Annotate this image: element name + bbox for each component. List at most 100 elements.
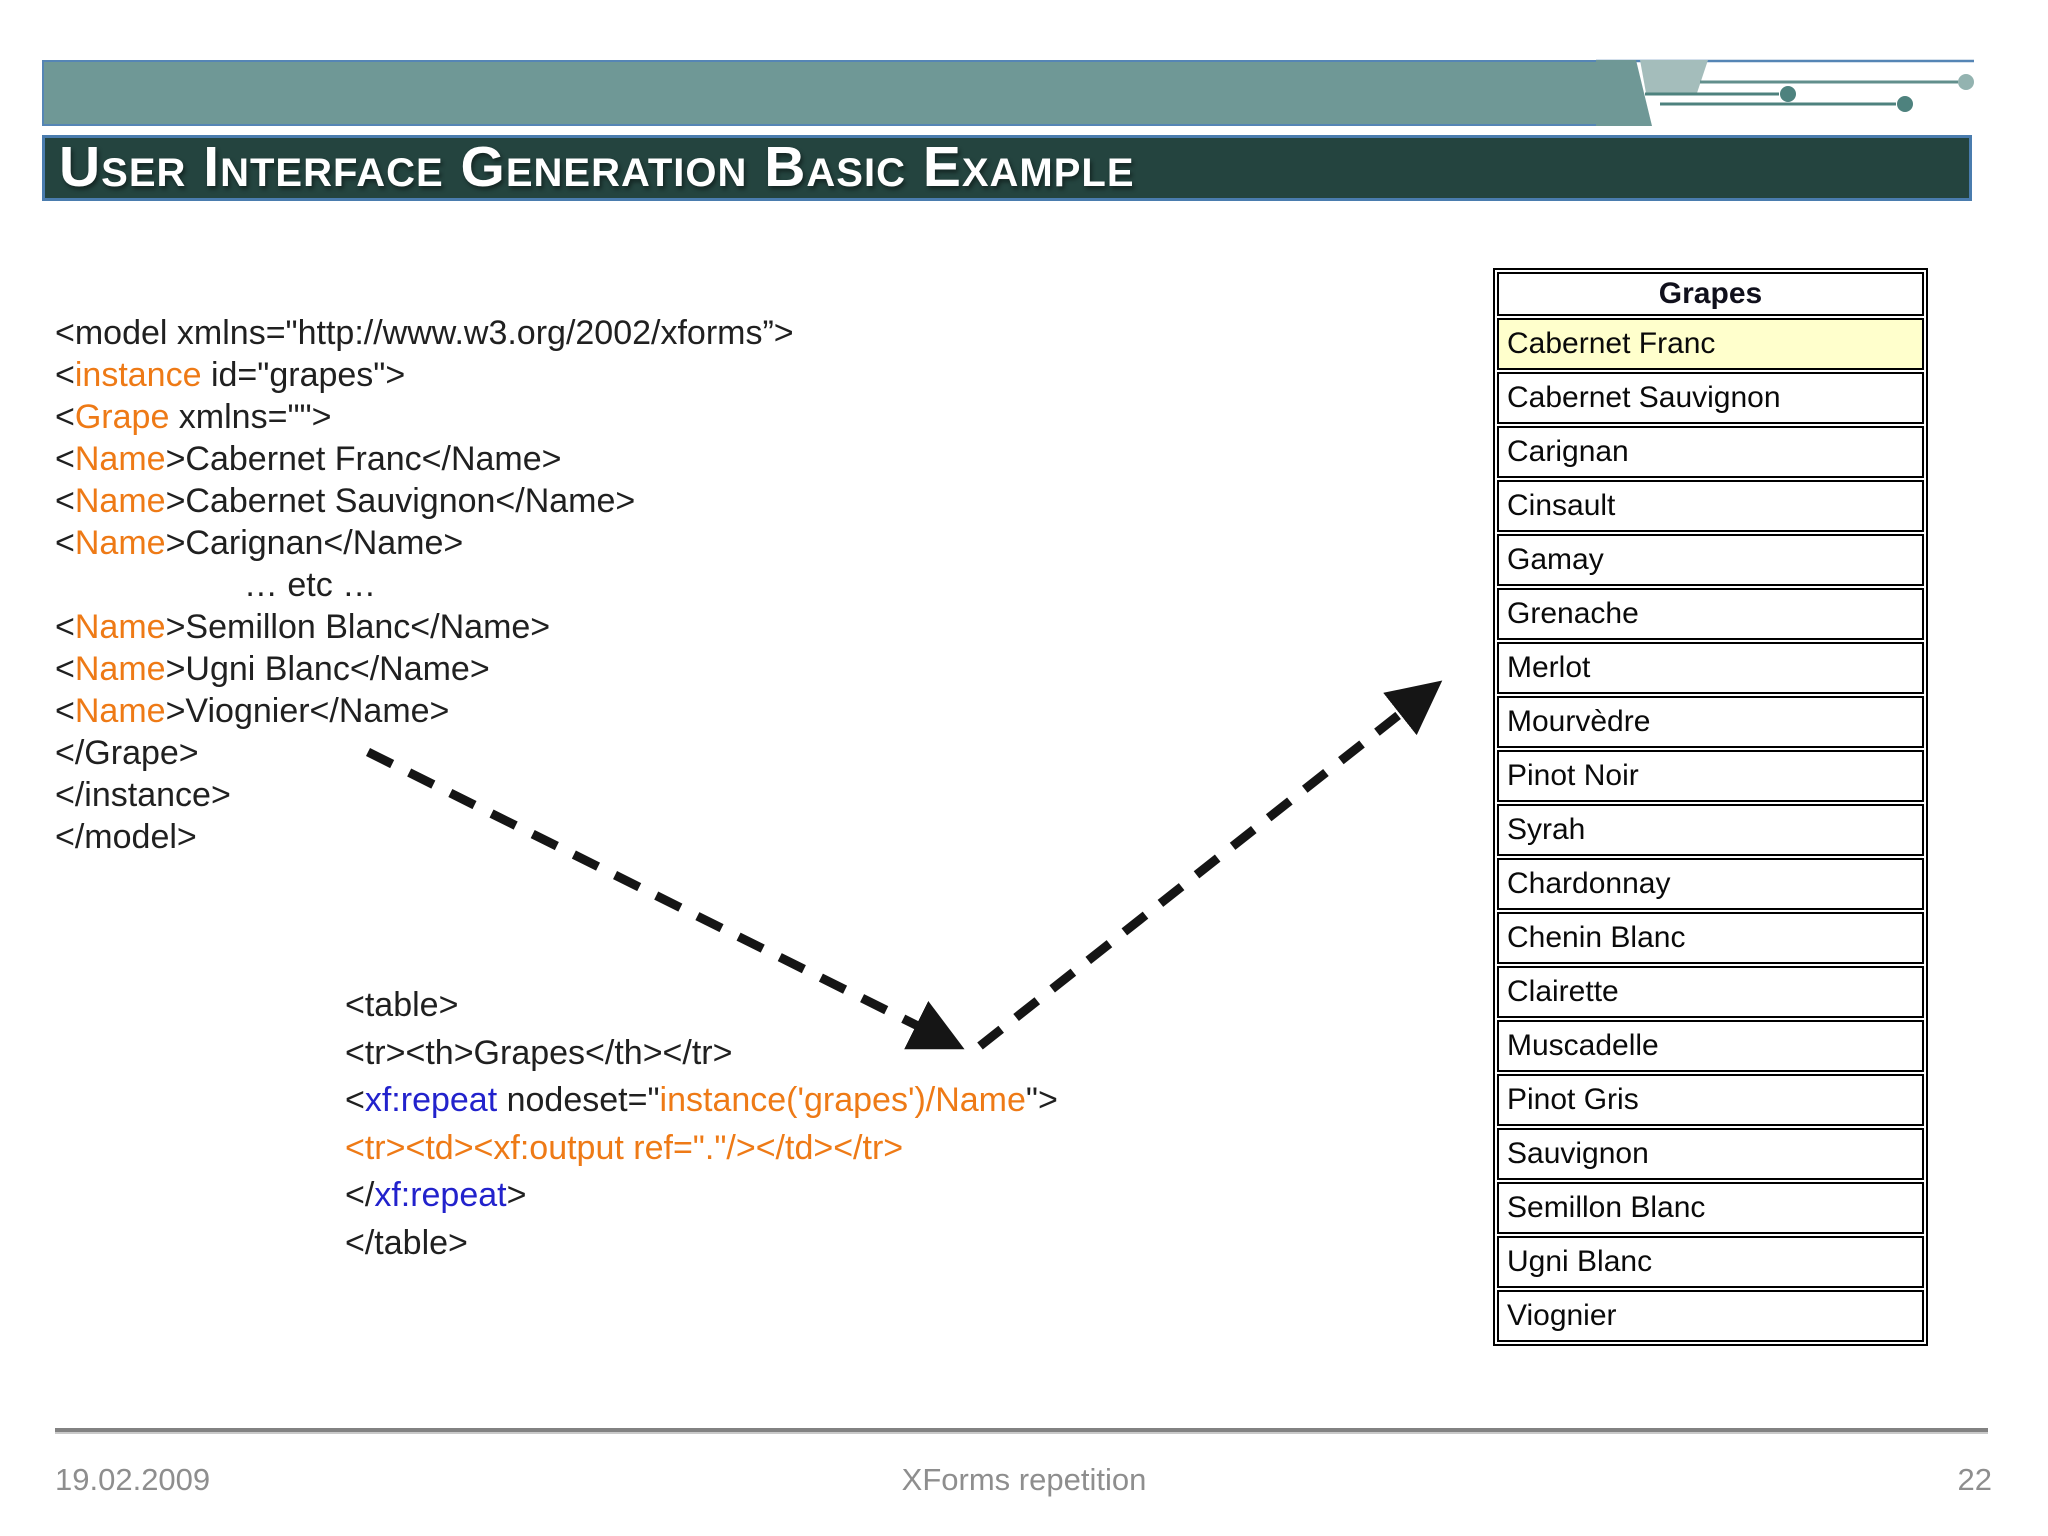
code-line: <model xmlns="http://www.w3.org/2002/xfo… xyxy=(55,312,794,354)
code-segment: xf:repeat xyxy=(374,1176,507,1214)
code-segment: id="grapes"> xyxy=(201,356,406,394)
code-line: <Grape xmlns=""> xyxy=(55,396,794,438)
footer-page-number: 22 xyxy=(1957,1462,1992,1497)
table-cell: Clairette xyxy=(1497,966,1924,1018)
table-row: Cabernet Franc xyxy=(1497,318,1924,370)
table-cell: Syrah xyxy=(1497,804,1924,856)
page-title: User Interface Generation Basic Example xyxy=(59,135,1135,199)
code-segment: … etc … xyxy=(55,566,377,604)
code-line: … etc … xyxy=(55,564,794,606)
table-cell: Cinsault xyxy=(1497,480,1924,532)
deco-dot xyxy=(1780,86,1796,102)
table-row: Sauvignon xyxy=(1497,1128,1924,1180)
code-segment: >Viognier</Name> xyxy=(165,692,450,730)
code-segment: <model xmlns="http://www.w3.org/2002/xfo… xyxy=(55,314,794,352)
code-segment: </instance> xyxy=(55,776,231,814)
table-cell: Chenin Blanc xyxy=(1497,912,1924,964)
code-segment: "> xyxy=(1025,1081,1058,1119)
table-cell: Merlot xyxy=(1497,642,1924,694)
code-line: <Name>Cabernet Sauvignon</Name> xyxy=(55,480,794,522)
table-row: Cinsault xyxy=(1497,480,1924,532)
table-row: Pinot Noir xyxy=(1497,750,1924,802)
table-cell: Grenache xyxy=(1497,588,1924,640)
table-row: Grenache xyxy=(1497,588,1924,640)
table-row: Chenin Blanc xyxy=(1497,912,1924,964)
table-cell: Cabernet Sauvignon xyxy=(1497,372,1924,424)
code-line: <table> xyxy=(345,982,1058,1030)
header-decoration xyxy=(1596,59,1974,126)
code-segment: xf:repeat xyxy=(364,1081,498,1119)
footer-rule xyxy=(55,1428,1988,1434)
deco-dot xyxy=(1897,96,1913,112)
code-segment: Name xyxy=(74,608,166,646)
code-segment: > xyxy=(506,1176,527,1214)
code-line: </table> xyxy=(345,1220,1058,1268)
table-header-row: Grapes xyxy=(1497,272,1924,316)
table-cell: Muscadelle xyxy=(1497,1020,1924,1072)
table-header-cell: Grapes xyxy=(1497,272,1924,316)
code-segment: Name xyxy=(74,440,166,478)
table-cell: Carignan xyxy=(1497,426,1924,478)
code-segment: >Cabernet Sauvignon</Name> xyxy=(165,482,636,520)
code-line: </model> xyxy=(55,816,794,858)
deco-parallelogram xyxy=(1640,60,1708,93)
code-segment: < xyxy=(55,356,75,394)
code-line: </instance> xyxy=(55,774,794,816)
code-segment: </table> xyxy=(345,1223,468,1262)
table-row: Syrah xyxy=(1497,804,1924,856)
code-segment: < xyxy=(55,398,75,436)
code-segment: nodeset=" xyxy=(497,1081,660,1119)
slide-title-bar: User Interface Generation Basic Example xyxy=(42,135,1972,201)
code-segment: < xyxy=(55,482,75,520)
code-segment: </ xyxy=(345,1176,375,1214)
table-cell: Viognier xyxy=(1497,1290,1924,1342)
table-row: Cabernet Sauvignon xyxy=(1497,372,1924,424)
table-row: Merlot xyxy=(1497,642,1924,694)
table-cell: Mourvèdre xyxy=(1497,696,1924,748)
code-segment: >Carignan</Name> xyxy=(165,524,464,562)
table-cell: Pinot Noir xyxy=(1497,750,1924,802)
table-row: Ugni Blanc xyxy=(1497,1236,1924,1288)
table-cell: Ugni Blanc xyxy=(1497,1236,1924,1288)
table-row: Semillon Blanc xyxy=(1497,1182,1924,1234)
table-cell: Chardonnay xyxy=(1497,858,1924,910)
xml-model-code-block: <model xmlns="http://www.w3.org/2002/xfo… xyxy=(55,312,794,858)
code-line: <Name>Viognier</Name> xyxy=(55,690,794,732)
code-segment: < xyxy=(345,1081,365,1119)
table-cell: Pinot Gris xyxy=(1497,1074,1924,1126)
table-row: Gamay xyxy=(1497,534,1924,586)
code-segment: < xyxy=(55,440,75,478)
table-cell: Gamay xyxy=(1497,534,1924,586)
header-band xyxy=(42,60,1596,126)
code-line: <Name>Carignan</Name> xyxy=(55,522,794,564)
deco-dot xyxy=(1958,74,1974,90)
table-row: Chardonnay xyxy=(1497,858,1924,910)
code-segment: <tr><td><xf:output ref="."/></td></tr> xyxy=(345,1128,904,1167)
code-segment: < xyxy=(55,524,75,562)
table-cell: Sauvignon xyxy=(1497,1128,1924,1180)
band-end-shape xyxy=(1596,60,1652,126)
code-line: <Name>Cabernet Franc</Name> xyxy=(55,438,794,480)
code-line: <xf:repeat nodeset="instance('grapes')/N… xyxy=(345,1077,1058,1125)
code-line: </xf:repeat> xyxy=(345,1172,1058,1220)
code-segment: < xyxy=(55,692,75,730)
code-line: <Name>Semillon Blanc</Name> xyxy=(55,606,794,648)
table-row: Carignan xyxy=(1497,426,1924,478)
code-segment: Name xyxy=(74,650,166,688)
table-cell: Semillon Blanc xyxy=(1497,1182,1924,1234)
code-segment: Name xyxy=(74,692,166,730)
code-segment: instance('grapes')/Name xyxy=(659,1081,1026,1119)
footer-title: XForms repetition xyxy=(901,1462,1147,1497)
code-segment: </Grape> xyxy=(55,734,199,772)
table-row: Mourvèdre xyxy=(1497,696,1924,748)
code-segment: xmlns=""> xyxy=(169,398,332,436)
code-segment: Name xyxy=(74,482,166,520)
code-segment: < xyxy=(55,650,75,688)
table-row: Viognier xyxy=(1497,1290,1924,1342)
code-segment: >Semillon Blanc</Name> xyxy=(165,608,551,646)
code-line: <instance id="grapes"> xyxy=(55,354,794,396)
code-line: <Name>Ugni Blanc</Name> xyxy=(55,648,794,690)
code-segment: <tr><th>Grapes</th></tr> xyxy=(345,1033,733,1072)
